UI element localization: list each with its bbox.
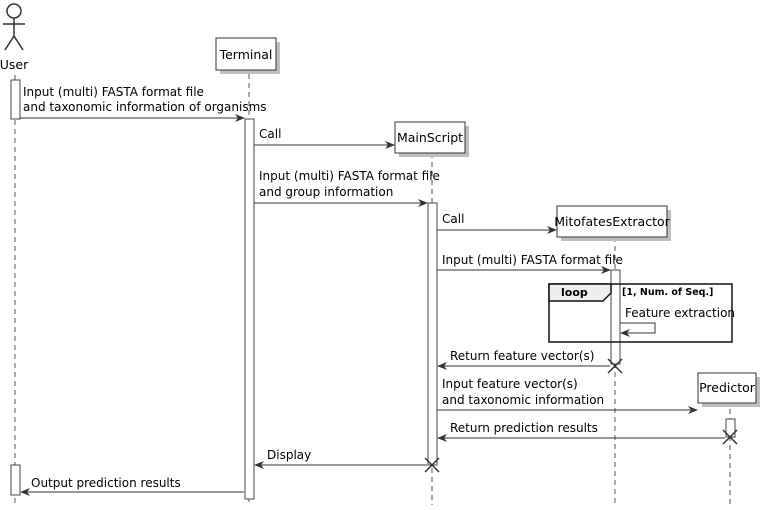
message-label: Feature extraction — [625, 306, 735, 320]
message-label: Output prediction results — [31, 476, 181, 490]
predictor-participant: Predictor — [697, 372, 760, 407]
loop-fragment: loop [1, Num. of Seq.] — [548, 283, 733, 343]
message-label: Return prediction results — [450, 421, 598, 435]
extractor-activation — [610, 269, 621, 365]
mainscript-participant: MainScript — [394, 121, 469, 157]
message-label: and taxonomic information of organisms — [23, 100, 267, 114]
user-activation-1 — [10, 79, 21, 120]
message-label: and group information — [259, 185, 393, 199]
predictor-label: Predictor — [699, 380, 756, 395]
mainscript-label: MainScript — [397, 130, 463, 145]
loop-guard: [1, Num. of Seq.] — [622, 287, 713, 298]
message-call-extractor: Call — [437, 212, 557, 234]
message-input-feature-vectors: Input feature vector(s) and taxonomic in… — [437, 377, 698, 414]
message-feature-extraction: Feature extraction — [620, 306, 735, 337]
message-input-fasta-extractor: Input (multi) FASTA format file — [437, 253, 623, 274]
loop-tag: loop — [561, 286, 588, 299]
message-label: Return feature vector(s) — [450, 349, 594, 363]
message-return-prediction-results: Return prediction results — [437, 421, 725, 442]
extractor-participant: MitofatesExtractor — [554, 205, 671, 241]
message-call-mainscript: Call — [254, 127, 395, 149]
mainscript-activation — [427, 202, 438, 466]
message-label: Call — [442, 212, 464, 226]
message-label: Input feature vector(s) — [442, 377, 578, 391]
message-label: and taxonomic information — [442, 393, 604, 407]
predictor-destroy-icon — [722, 429, 738, 445]
user-label: User — [0, 57, 29, 72]
user-actor-icon — [3, 3, 25, 51]
message-label: Input (multi) FASTA format file — [442, 253, 623, 267]
message-input-fasta-taxonomic: Input (multi) FASTA format file and taxo… — [20, 85, 267, 122]
mainscript-destroy-icon — [424, 457, 440, 473]
terminal-label: Terminal — [219, 47, 273, 62]
message-output-prediction-results: Output prediction results — [20, 476, 244, 496]
extractor-destroy-icon — [607, 358, 623, 374]
message-return-feature-vectors: Return feature vector(s) — [437, 349, 610, 370]
terminal-activation — [244, 118, 255, 500]
message-label: Input (multi) FASTA format file — [259, 169, 440, 183]
message-input-fasta-group: Input (multi) FASTA format file and grou… — [254, 169, 440, 207]
terminal-participant: Terminal — [215, 37, 280, 74]
message-display: Display — [254, 448, 427, 469]
extractor-label: MitofatesExtractor — [554, 214, 670, 229]
message-label: Call — [259, 127, 281, 141]
message-label: Input (multi) FASTA format file — [23, 85, 204, 99]
user-activation-2 — [10, 464, 21, 496]
message-label: Display — [267, 448, 311, 462]
